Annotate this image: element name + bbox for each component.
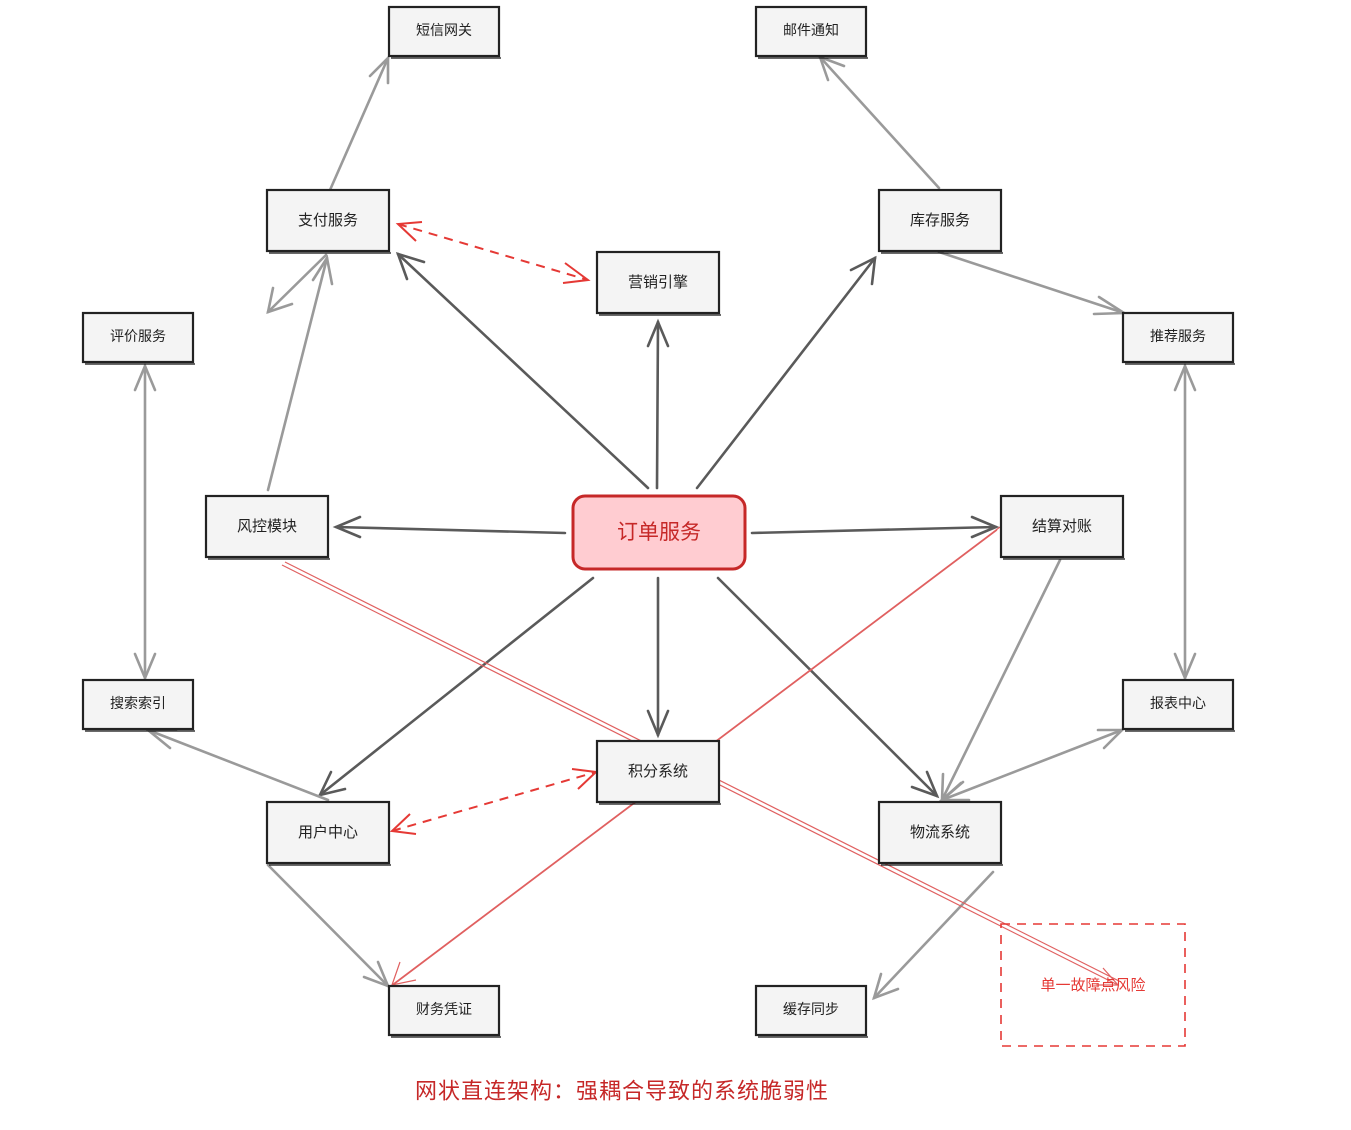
edge-settlement-logistics	[940, 558, 1062, 804]
node-review[interactable]: 评价服务	[81, 311, 195, 365]
risk-annotation: 单一故障点风险	[1000, 923, 1186, 1047]
edge-logistics-cache	[872, 870, 995, 1001]
edge-center-points	[646, 576, 670, 739]
node-points[interactable]: 积分系统	[595, 739, 721, 805]
edges	[133, 54, 1197, 1001]
node-user-center[interactable]: 用户中心	[265, 800, 391, 866]
node-points-label: 积分系统	[628, 762, 688, 780]
node-sms-gateway-label: 短信网关	[416, 23, 472, 39]
edge-center-inventory	[695, 255, 877, 490]
node-report-label: 报表中心	[1150, 696, 1206, 712]
node-payment-label: 支付服务	[298, 211, 358, 229]
node-marketing-label: 营销引擎	[628, 273, 688, 291]
edge-center-risk	[332, 515, 567, 539]
node-settlement[interactable]: 结算对账	[999, 494, 1125, 560]
edge-risk-payment	[266, 254, 334, 492]
node-inventory[interactable]: 库存服务	[877, 188, 1003, 254]
node-settlement-label: 结算对账	[1032, 517, 1092, 535]
nodes: 订单服务 支付服务 营销引擎 库存服务 风控模块 结算对账	[81, 5, 1235, 1038]
node-sms-gateway[interactable]: 短信网关	[387, 5, 501, 59]
node-review-label: 评价服务	[110, 329, 166, 345]
center-node-order-service[interactable]: 订单服务	[571, 494, 747, 571]
node-voucher[interactable]: 财务凭证	[387, 984, 501, 1038]
node-cache[interactable]: 缓存同步	[754, 984, 868, 1038]
node-payment[interactable]: 支付服务	[265, 188, 391, 254]
diagram-caption: 网状直连架构：强耦合导致的系统脆弱性	[415, 1080, 829, 1105]
node-report[interactable]: 报表中心	[1121, 678, 1235, 732]
node-recommend[interactable]: 推荐服务	[1121, 311, 1235, 365]
edge-center-payment	[395, 251, 650, 490]
risk-annotation-label: 单一故障点风险	[1040, 976, 1145, 994]
edge-center-marketing	[646, 318, 670, 490]
node-email[interactable]: 邮件通知	[754, 5, 868, 59]
node-voucher-label: 财务凭证	[416, 1002, 472, 1018]
edge-payment-marketing-dashed	[395, 221, 591, 284]
node-risk-control[interactable]: 风控模块	[204, 494, 330, 560]
center-node-label: 订单服务	[617, 520, 701, 544]
edge-center-user	[317, 576, 595, 797]
edge-report-logistics	[938, 728, 1126, 802]
node-logistics[interactable]: 物流系统	[877, 800, 1003, 866]
edge-center-settlement	[750, 515, 1000, 539]
edge-user-search	[144, 728, 330, 802]
edge-inventory-recommend	[937, 250, 1129, 316]
node-marketing[interactable]: 营销引擎	[595, 250, 721, 316]
edge-center-logistics	[716, 576, 940, 799]
edge-review-search	[133, 362, 157, 682]
node-recommend-label: 推荐服务	[1150, 329, 1206, 345]
edge-payment-back	[266, 253, 328, 314]
edge-user-points-dashed	[389, 768, 599, 835]
node-search[interactable]: 搜索索引	[81, 678, 195, 732]
node-search-label: 搜索索引	[110, 695, 166, 712]
edge-recommend-report	[1173, 362, 1197, 682]
node-inventory-label: 库存服务	[910, 211, 970, 229]
node-risk-control-label: 风控模块	[237, 517, 297, 535]
edge-payment-sms	[328, 54, 390, 192]
edge-inventory-email	[817, 54, 941, 190]
node-logistics-label: 物流系统	[910, 823, 970, 841]
node-email-label: 邮件通知	[783, 22, 839, 39]
node-user-center-label: 用户中心	[298, 823, 358, 841]
node-cache-label: 缓存同步	[783, 1002, 839, 1018]
edge-user-voucher	[266, 863, 391, 989]
